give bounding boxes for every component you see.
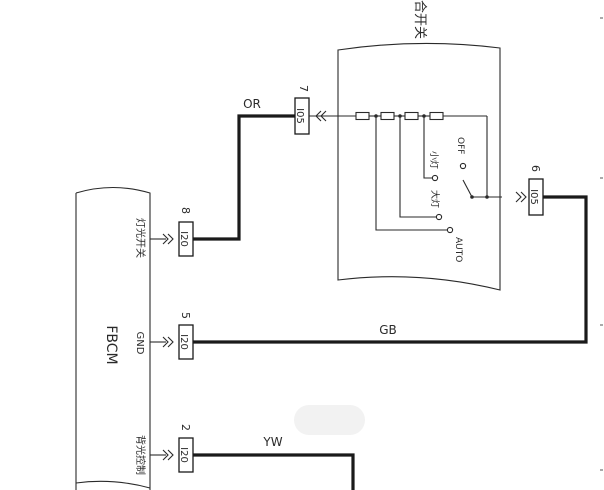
wire-label-yw: YW	[262, 435, 282, 449]
resistor-3	[404, 111, 419, 121]
resistor-4	[429, 111, 444, 121]
pin-label-5: 5	[179, 312, 192, 319]
connector-i20-pin8: 8 I20	[150, 207, 194, 257]
terminal-parking	[431, 174, 439, 182]
wire-gb	[193, 195, 588, 344]
connector-code-i20-light: I20	[178, 231, 189, 247]
switch-lever	[462, 179, 473, 198]
signal-label-backlight: 背光控制	[134, 435, 147, 475]
wire-label-gb: GB	[379, 323, 397, 337]
position-label-headlight: 大灯	[429, 190, 441, 208]
connector-i05-pin6: 6 I05	[515, 165, 544, 216]
pin-label-2: 2	[179, 424, 192, 431]
redaction-blob	[294, 405, 365, 435]
wire-or	[193, 114, 309, 241]
signal-label-light-switch: 灯光开关	[134, 218, 147, 258]
connector-code-i05-right: I05	[528, 189, 539, 205]
combination-switch: 合开关 OFF 小灯 大灯 AUTO	[336, 0, 502, 291]
pin-label-8: 8	[179, 207, 192, 214]
pin-label-7: 7	[297, 85, 310, 92]
fbcm-module: FBCM 灯光开关 GND 背光控制	[75, 187, 151, 490]
signal-label-gnd: GND	[134, 332, 145, 355]
position-label-auto: AUTO	[453, 237, 463, 262]
connector-i20-pin2: 2 I20	[150, 424, 194, 473]
position-label-parking: 小灯	[428, 151, 439, 169]
connector-i05-pin7: 7 I05	[294, 85, 336, 135]
resistor-1	[355, 111, 370, 121]
terminal-headlight	[435, 213, 443, 221]
fbcm-label: FBCM	[103, 325, 119, 364]
resistor-2	[380, 111, 395, 121]
wire-yw	[193, 453, 355, 490]
connector-code-i20-back: I20	[178, 447, 189, 463]
connector-i20-pin5: 5 I20	[150, 312, 194, 360]
terminal-off	[459, 162, 467, 170]
terminal-auto	[446, 226, 454, 234]
connector-code-i05-left: I05	[294, 108, 305, 124]
switch-title-fragment: 合开关	[412, 0, 427, 39]
wire-label-or: OR	[243, 97, 261, 111]
pin-label-6: 6	[529, 165, 542, 172]
connector-code-i20-gnd: I20	[178, 334, 189, 350]
position-label-off: OFF	[455, 137, 465, 154]
